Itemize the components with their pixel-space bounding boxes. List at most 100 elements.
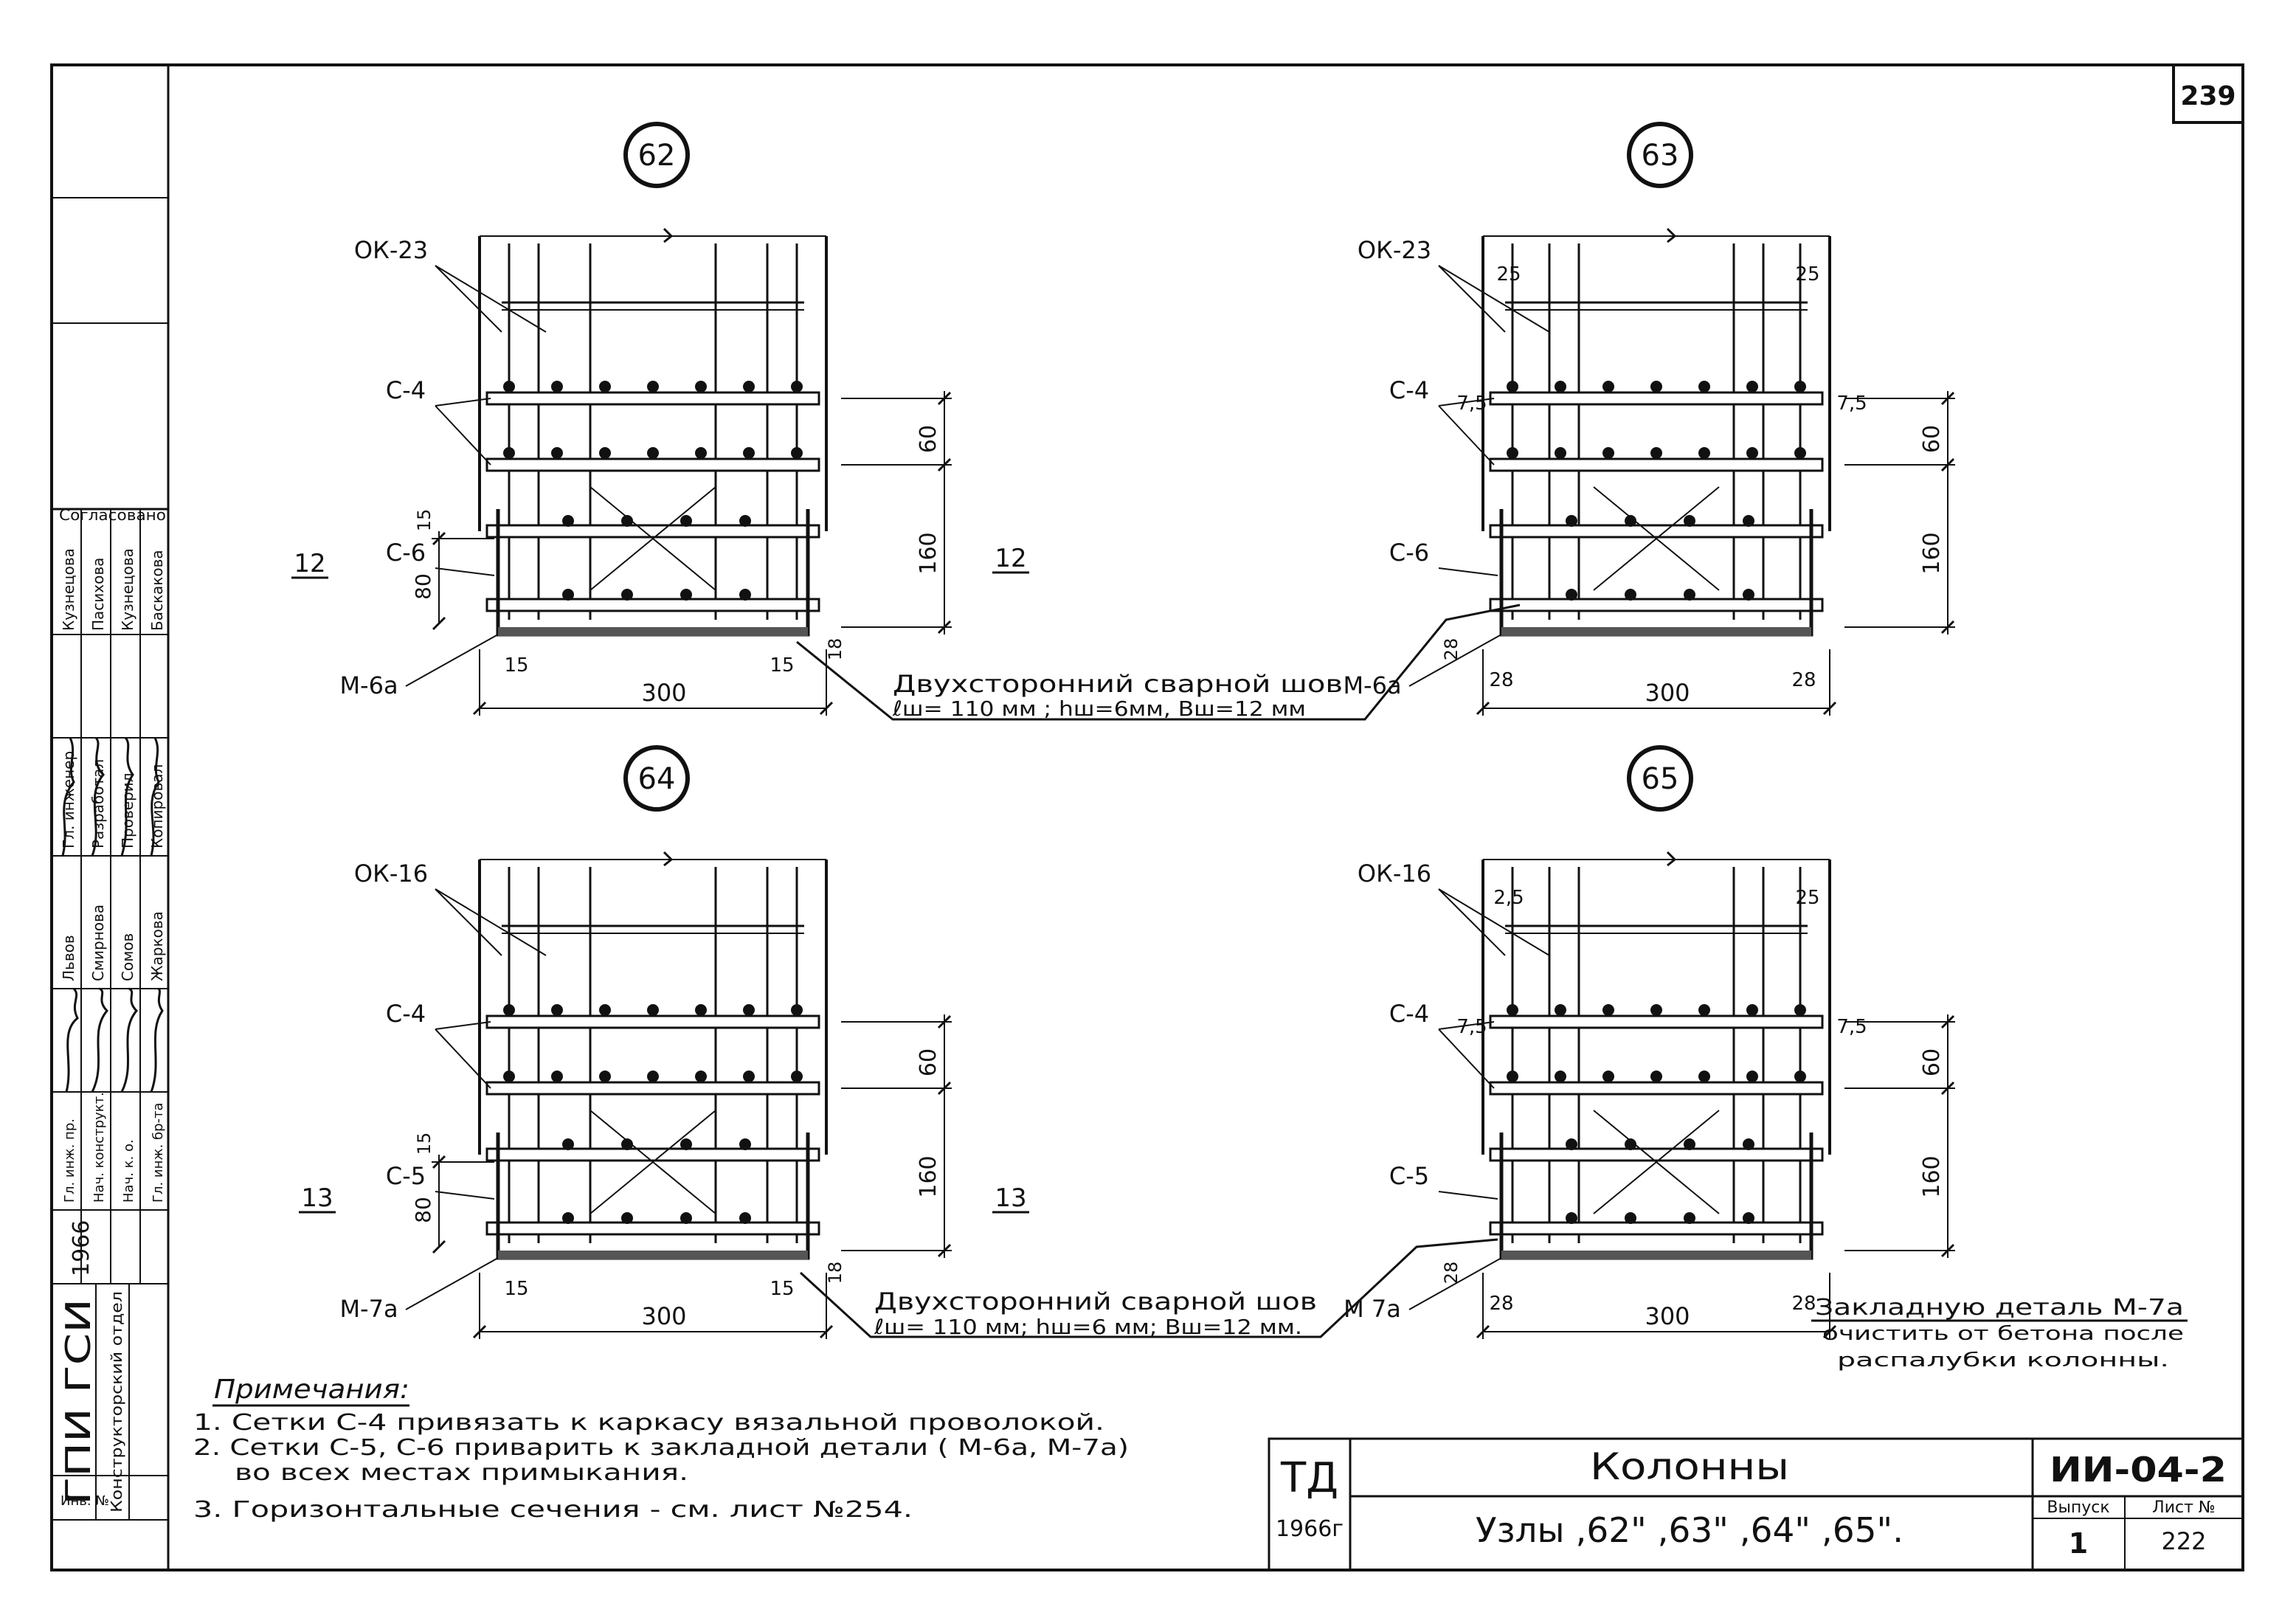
label-mesh-bottom: С-6: [386, 539, 426, 567]
dim-tick: [1822, 701, 1837, 716]
list-value: 222: [2161, 1527, 2206, 1555]
label-ok: ОК-23: [354, 236, 428, 264]
rebar-dot: [1743, 515, 1754, 527]
rebar-dot: [1507, 381, 1518, 393]
rebar-dot: [680, 589, 692, 601]
dim-60: 60: [1919, 1048, 1945, 1076]
dim-tick: [1940, 1081, 1955, 1096]
rebar-dot: [621, 589, 633, 601]
stamp-role2-2: Нач. конструкт.: [91, 1092, 107, 1203]
signature-4: [150, 737, 160, 857]
stamp-role2-4: Гл. инж. бр-та: [151, 1102, 166, 1203]
weld-note-top: Двухсторонний сварной шов ℓш= 110 мм ; h…: [796, 604, 1521, 721]
dim-25b: 25: [1795, 887, 1819, 909]
drawing-code: ИИ-04-2: [2050, 1450, 2227, 1490]
label-mesh-top: С-4: [386, 376, 426, 404]
dim-300: 300: [641, 1302, 686, 1330]
leader: [435, 265, 547, 333]
rebar-dot: [1794, 381, 1806, 393]
rebar-dot: [1746, 1071, 1758, 1082]
rebar-dot: [503, 1071, 515, 1082]
td-year: 1966г: [1276, 1516, 1344, 1542]
dim-160: 160: [916, 532, 941, 574]
leader: [435, 265, 502, 333]
node-number-circle: [623, 745, 690, 812]
dim-25a: 2,5: [1493, 887, 1524, 909]
stamp-name-mid-3: Сомов: [119, 933, 136, 981]
rebar-dot: [551, 1004, 563, 1016]
leader: [1408, 1257, 1502, 1310]
rebar-dot: [503, 381, 515, 393]
dim-18: 18: [825, 1262, 846, 1284]
signature-1: [61, 737, 75, 857]
rebar-dot: [791, 381, 803, 393]
mesh-plate: [485, 524, 820, 539]
dim-tick: [819, 1324, 834, 1339]
rebar-dot: [503, 447, 515, 459]
list-label: Лист №: [2152, 1498, 2216, 1517]
rebar-dot: [1684, 1138, 1695, 1150]
rebar-dot: [1746, 447, 1758, 459]
mesh-plate: [1489, 1014, 1824, 1029]
label-mesh-bottom: С-5: [1389, 1162, 1429, 1190]
dim-15b: 15: [770, 654, 794, 677]
stamp-role-1: Гл. инженер: [60, 751, 77, 848]
dim-tick: [1940, 457, 1955, 472]
node-number: 64: [638, 762, 676, 796]
dim-tick: [1940, 620, 1955, 634]
dim-18: 18: [825, 638, 846, 661]
dim-tick: [432, 1239, 446, 1254]
rebar-dot: [1684, 589, 1695, 601]
dim-15v: 15: [414, 509, 435, 532]
dim-28b: 28: [1791, 1293, 1816, 1315]
weld-note-2b: ℓш= 110 мм; hш=6 мм; Вш=12 мм.: [874, 1315, 1302, 1339]
leader: [435, 1021, 491, 1030]
rebar-dot: [1602, 381, 1614, 393]
label-ok: ОК-23: [1358, 236, 1431, 264]
rebar-dot: [695, 447, 707, 459]
rebar-dot: [562, 515, 574, 527]
dim-75b: 7,5: [1836, 1016, 1867, 1038]
stamp-name-top-3: Кузнецова: [119, 548, 136, 631]
node-number: 65: [1642, 762, 1679, 796]
leader: [1438, 888, 1550, 956]
weld-note-2: Двухсторонний сварной шов: [874, 1287, 1317, 1315]
stamp-org: ГПИ ГСИ: [58, 1299, 98, 1505]
leader: [435, 405, 491, 466]
leader: [1438, 567, 1498, 576]
dim-160: 160: [916, 1155, 941, 1197]
mesh-plate: [1489, 598, 1824, 612]
mesh-plate: [485, 391, 820, 406]
rebar-dot: [1698, 1071, 1710, 1082]
leader: [1438, 398, 1495, 407]
dim-28c: 28: [1441, 1262, 1462, 1284]
node-number-circle: [1627, 122, 1693, 188]
rebar-dot: [743, 447, 755, 459]
dim-tick: [937, 391, 952, 406]
dim-60: 60: [1919, 425, 1945, 453]
rebar-dot: [562, 589, 574, 601]
rebar-dot: [1625, 1138, 1636, 1150]
label-mesh-top: С-4: [386, 1000, 426, 1028]
dim-60: 60: [916, 1048, 941, 1076]
dim-tick: [472, 1324, 487, 1339]
leader: [435, 888, 547, 956]
dim-tick: [1476, 1324, 1490, 1339]
rebar-dot: [1743, 1212, 1754, 1224]
weld-note-1b: ℓш= 110 мм ; hш=6мм, Вш=12 мм: [892, 696, 1306, 721]
leader: [1408, 634, 1502, 687]
dim-28b: 28: [1791, 669, 1816, 691]
rebar-dot: [1507, 1071, 1518, 1082]
node-number: 63: [1642, 139, 1679, 173]
rebar-dot: [1650, 1004, 1662, 1016]
rebar-dot: [647, 1071, 659, 1082]
rebar-dot: [1555, 1071, 1566, 1082]
rebar-dot: [599, 447, 611, 459]
leader: [1438, 265, 1506, 333]
rebar-dot: [1698, 381, 1710, 393]
label-embedded: М-7а: [339, 1295, 398, 1323]
dim-300: 300: [641, 679, 686, 707]
dim-300: 300: [1645, 679, 1690, 707]
